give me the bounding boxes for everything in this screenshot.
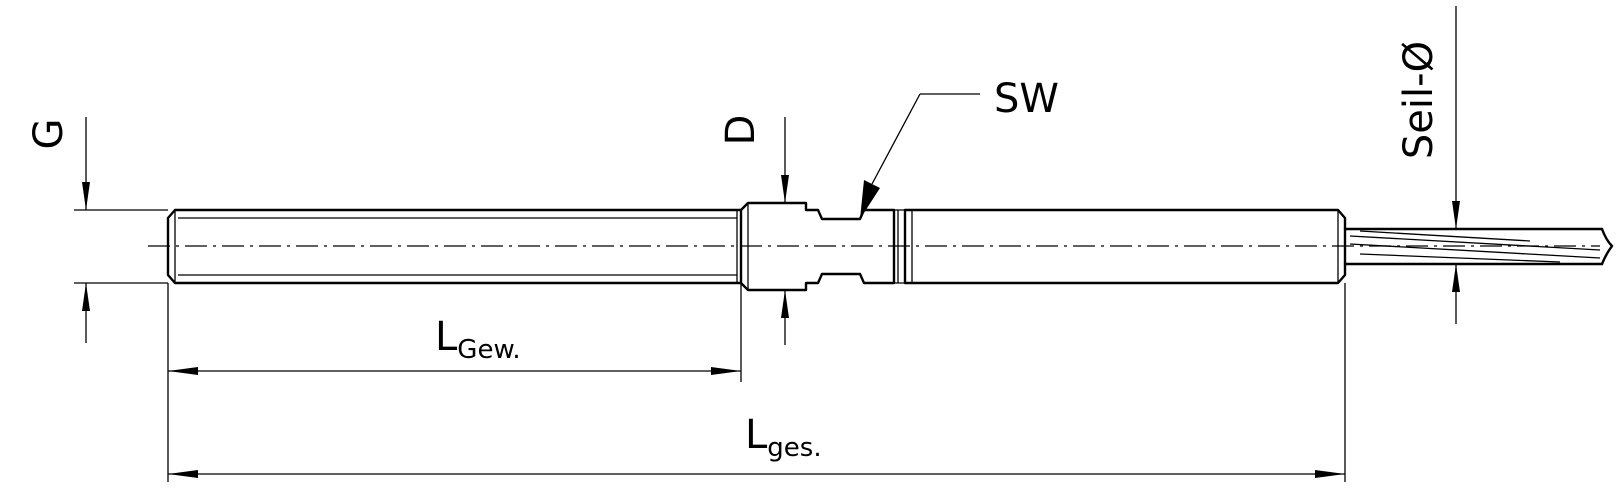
label-l-ges-sub: ges. xyxy=(767,433,821,463)
label-d: D xyxy=(718,115,764,146)
label-seil-diameter: Seil-Ø xyxy=(1396,41,1442,159)
dimension-l-gew: LGew. xyxy=(167,283,742,482)
label-l-gew: LGew. xyxy=(435,314,521,365)
label-l-gew-main: L xyxy=(435,314,458,360)
dimension-g: G xyxy=(26,117,168,343)
label-sw: SW xyxy=(994,76,1059,122)
label-g: G xyxy=(26,119,72,150)
label-l-ges-main: L xyxy=(745,412,768,458)
label-l-gew-sub: Gew. xyxy=(457,335,520,365)
dimension-seil-diameter: Seil-Ø xyxy=(1396,6,1460,324)
label-l-ges: Lges. xyxy=(745,412,822,463)
dimension-l-ges: Lges. xyxy=(168,283,1346,482)
dimension-d: D xyxy=(718,115,789,345)
leader-sw: SW xyxy=(860,76,1059,219)
wire-rope xyxy=(1343,227,1614,266)
